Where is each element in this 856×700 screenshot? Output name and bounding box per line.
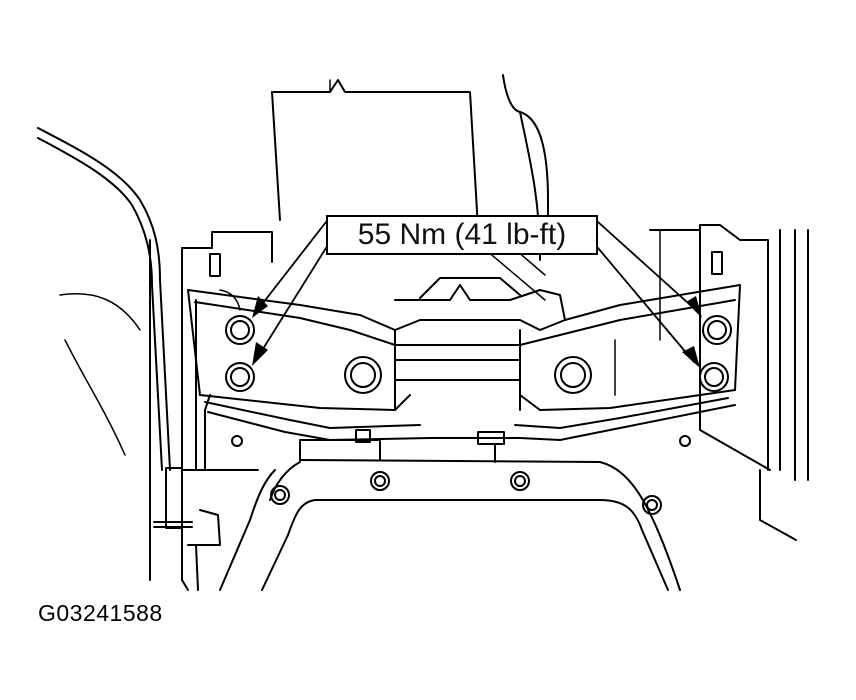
- callout-leader-lines: [256, 222, 698, 362]
- bolt-icon: [226, 316, 731, 391]
- lower-frame: [182, 430, 796, 590]
- right-frame-rail: [650, 225, 808, 480]
- left-frame-rail: [150, 232, 272, 580]
- shift-cable: [38, 128, 192, 528]
- arrow-pointer-icon: [252, 296, 702, 368]
- figure-id: G03241588: [38, 600, 163, 626]
- torque-spec-callout: 55 Nm (41 lb-ft): [326, 215, 598, 255]
